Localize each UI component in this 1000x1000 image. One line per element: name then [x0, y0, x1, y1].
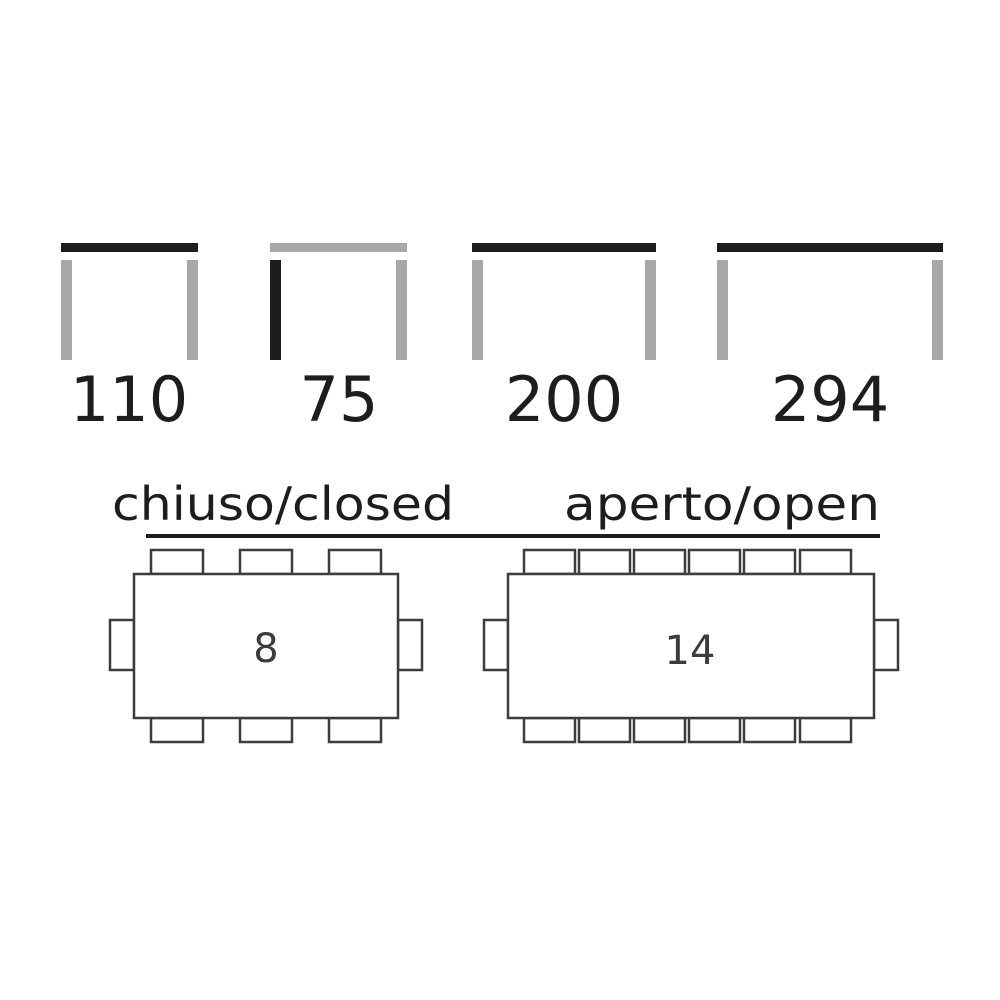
dimension-left-leg [61, 260, 72, 360]
chair [327, 716, 383, 744]
closed-seat-count: 8 [253, 626, 278, 672]
dimension-value-length-open: 294 [771, 363, 889, 436]
chair [872, 618, 900, 672]
closed-table-layout [108, 548, 424, 744]
open-seat-count: 14 [665, 628, 716, 674]
dimension-right-leg [932, 260, 943, 360]
chair [149, 548, 205, 576]
chair [577, 716, 632, 744]
chair [327, 548, 383, 576]
chair [798, 548, 853, 576]
chair [742, 716, 797, 744]
dimension-top-bar [717, 243, 943, 252]
chair [522, 716, 577, 744]
dimension-top-bar [270, 243, 407, 252]
chair [396, 618, 424, 672]
dimension-top-bar [472, 243, 656, 252]
chair [798, 716, 853, 744]
open-table-layout [482, 548, 900, 744]
dimension-left-leg [472, 260, 483, 360]
table-top [506, 572, 876, 720]
chair [632, 548, 687, 576]
chair [238, 716, 294, 744]
dimension-value-length-closed: 200 [505, 363, 623, 436]
dimension-left-leg [270, 260, 281, 360]
dimension-value-width-closed: 110 [70, 363, 188, 436]
dimension-top-bar [61, 243, 198, 252]
chair [108, 618, 136, 672]
dimension-height-icon [270, 243, 407, 360]
table-top [132, 572, 400, 720]
closed-state-label: chiuso/closed [112, 477, 454, 531]
dimension-right-leg [645, 260, 656, 360]
dimension-length-closed-icon [472, 243, 656, 360]
chair [632, 716, 687, 744]
chair [687, 548, 742, 576]
dimension-length-open-icon [717, 243, 943, 360]
chair [742, 548, 797, 576]
dimension-left-leg [717, 260, 728, 360]
dimension-width-closed-icon [61, 243, 198, 360]
dimension-right-leg [396, 260, 407, 360]
chair [149, 716, 205, 744]
chair [522, 548, 577, 576]
open-state-label: aperto/open [564, 477, 880, 531]
chair [687, 716, 742, 744]
dimension-right-leg [187, 260, 198, 360]
divider-line [146, 534, 880, 538]
chair [482, 618, 510, 672]
chair [238, 548, 294, 576]
chair [577, 548, 632, 576]
dimension-value-height: 75 [300, 363, 379, 436]
